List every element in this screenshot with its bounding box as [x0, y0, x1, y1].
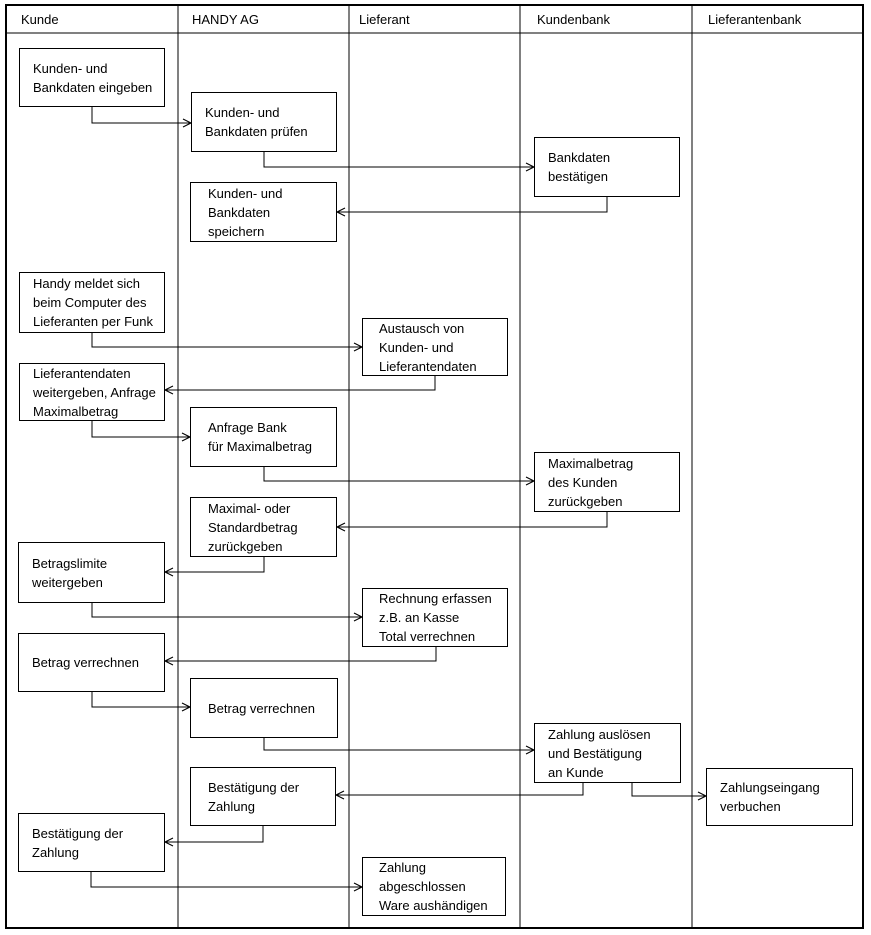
connector-kunde-abgeschlossen: [90, 872, 364, 892]
connector-verrechnen-verrechnen: [91, 692, 192, 712]
box-kunden-bankdaten-pruefen: Kunden- und Bankdaten prüfen: [191, 92, 337, 152]
connector-maximalbetrag-standard: [335, 512, 608, 532]
connector-standard-betragslimite: [163, 557, 265, 577]
box-handy-meldet-sich: Handy meldet sich beim Computer des Lief…: [19, 272, 165, 333]
box-betrag-verrechnen-handy: Betrag verrechnen: [190, 678, 338, 738]
box-anfrage-bank: Anfrage Bank für Maximalbetrag: [190, 407, 337, 467]
box-betrag-verrechnen-kunde: Betrag verrechnen: [18, 633, 165, 692]
box-kunden-bankdaten-speichern: Kunden- und Bankdaten speichern: [190, 182, 337, 242]
lane-header-lieferant: Lieferant: [359, 11, 410, 27]
box-maximalbetrag-zurueckgeben: Maximalbetrag des Kunden zurückgeben: [534, 452, 680, 512]
connector-austausch-weitergeben: [163, 376, 436, 395]
box-zahlung-abgeschlossen: Zahlung abgeschlossen Ware aushändigen: [362, 857, 506, 916]
diagram-frame: [5, 4, 864, 929]
lane-header-lieferantenbank: Lieferantenbank: [708, 11, 802, 27]
box-austausch-daten: Austausch von Kunden- und Lieferantendat…: [362, 318, 508, 376]
box-rechnung-erfassen: Rechnung erfassen z.B. an Kasse Total ve…: [362, 588, 508, 647]
box-maximal-standardbetrag: Maximal- oder Standardbetrag zurückgeben: [190, 497, 337, 557]
box-lieferantendaten-weitergeben: Lieferantendaten weitergeben, Anfrage Ma…: [19, 363, 165, 421]
box-betragslimite-weitergeben: Betragslimite weitergeben: [18, 542, 165, 603]
connector-betragslimite-rechnung: [91, 603, 364, 622]
connector-eingeben-pruefen: [91, 107, 193, 128]
connector-bestaetigen-speichern: [335, 197, 608, 217]
connector-pruefen-bestaetigen: [263, 152, 536, 172]
lane-header-kunde: Kunde: [21, 11, 59, 27]
box-bankdaten-bestaetigen: Bankdaten bestätigen: [534, 137, 680, 197]
connector-ausloesen-eingang: [631, 783, 708, 801]
box-zahlungseingang-verbuchen: Zahlungseingang verbuchen: [706, 768, 853, 826]
connector-meldet-austausch: [91, 333, 364, 352]
box-bestaetigung-zahlung-kunde: Bestätigung der Zahlung: [18, 813, 165, 872]
connector-rechnung-verrechnen: [163, 647, 437, 666]
lane-header-handy-ag: HANDY AG: [192, 11, 259, 27]
box-kunden-bankdaten-eingeben: Kunden- und Bankdaten eingeben: [19, 48, 165, 107]
connector-verrechnen-ausloesen: [263, 738, 536, 755]
connector-bestaetigung-kunde: [163, 826, 264, 847]
connector-weitergeben-anfrage: [91, 421, 192, 442]
connector-ausloesen-bestaetigung: [334, 783, 584, 800]
lane-header-kundenbank: Kundenbank: [537, 11, 611, 27]
connector-anfrage-maximalbetrag: [263, 467, 536, 486]
box-zahlung-ausloesen: Zahlung auslösen und Bestätigung an Kund…: [534, 723, 681, 783]
box-bestaetigung-zahlung-handy: Bestätigung der Zahlung: [190, 767, 336, 826]
